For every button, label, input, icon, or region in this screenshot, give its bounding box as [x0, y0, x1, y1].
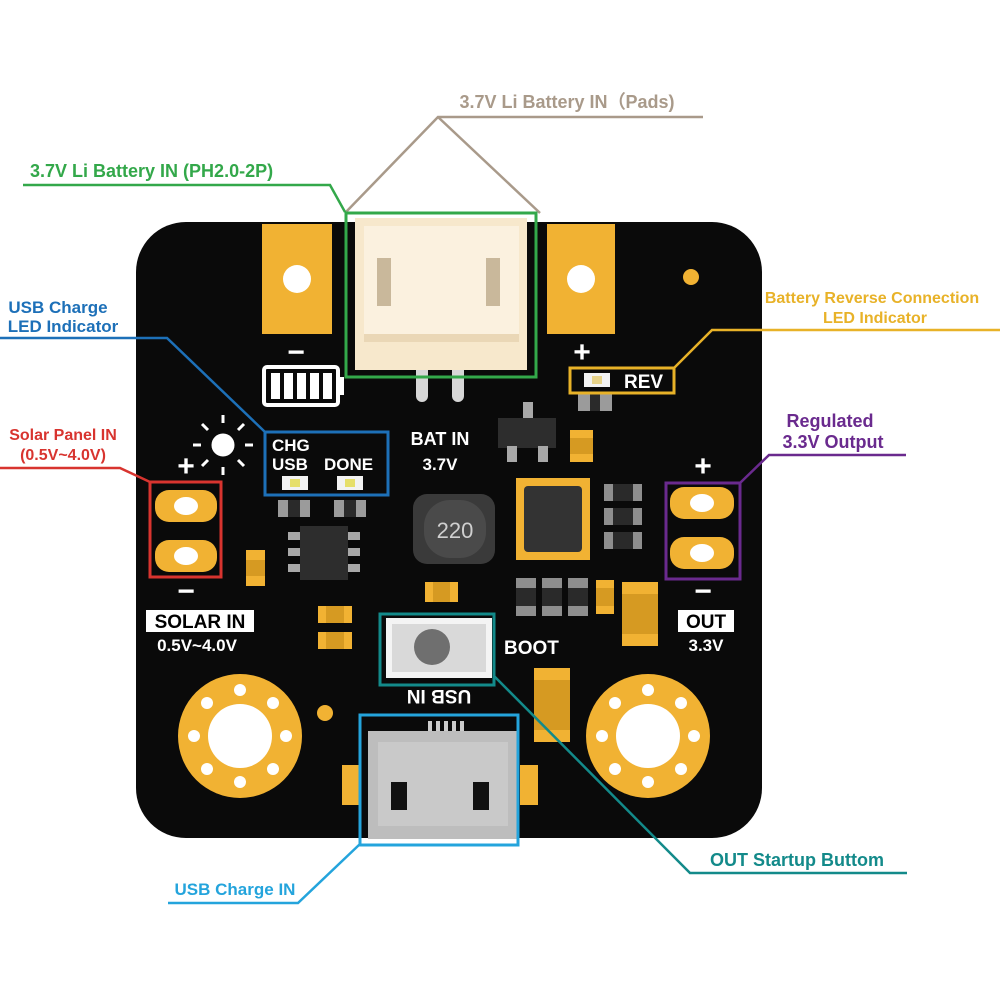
solar-minus-label: − [177, 575, 195, 608]
bat-in-label: BAT IN [411, 429, 470, 449]
callout-usb-led-line1: USB Charge [8, 298, 107, 317]
solar-pad-positive [155, 490, 217, 522]
callout-box-solar [148, 480, 223, 579]
callout-box-boot [378, 612, 496, 687]
mounting-hole-left [178, 674, 302, 798]
callout-usb-charge-in: USB Charge IN [175, 880, 296, 899]
callout-line-usb-in [168, 843, 361, 905]
solar-in-label: SOLAR IN [155, 612, 246, 633]
bat-minus-label: − [287, 336, 305, 369]
bat-plus-label: + [573, 336, 591, 369]
boot-label: BOOT [504, 638, 559, 659]
soic-chip [288, 526, 360, 580]
solar-in-label-bg [146, 610, 254, 632]
usb-in-label: USB IN [407, 685, 471, 706]
solar-pad-negative [155, 540, 217, 572]
solar-plus-label: + [177, 450, 195, 483]
callout-line-boot [493, 675, 907, 875]
sot-transistor [498, 402, 556, 462]
usb-label: USB [272, 455, 308, 474]
fiducial-dot [683, 269, 699, 285]
out-label-bg [678, 610, 734, 632]
resistor-array-right [604, 484, 642, 549]
callout-reg-out-line1: Regulated [786, 411, 873, 431]
callout-usb-led-line2: LED Indicator [8, 317, 119, 336]
mounting-hole-right [586, 674, 710, 798]
battery-icon [262, 365, 344, 407]
callout-box-usb-led [263, 430, 390, 497]
out-pad-negative [670, 537, 734, 569]
callout-box-reg-out [664, 481, 742, 581]
battery-pad-positive [547, 224, 615, 334]
callout-battery-pads: 3.7V Li Battery IN（Pads) [459, 92, 674, 112]
callout-reg-out-line2: 3.3V Output [782, 432, 883, 452]
inductor-label: 220 [437, 518, 474, 543]
callout-box-battery-ph [344, 211, 538, 379]
out-label: OUT [686, 612, 727, 633]
callout-line-battery-ph [23, 183, 347, 213]
resistor-row [516, 578, 614, 616]
out-pad-positive [670, 487, 734, 519]
chg-label: CHG [272, 436, 310, 455]
callout-rev-line1: Battery Reverse Connection [765, 290, 979, 307]
callout-box-rev [568, 366, 676, 395]
battery-pad-negative [262, 224, 332, 334]
via-dot [317, 705, 333, 721]
callout-line-usb-led [0, 336, 266, 433]
callout-line-solar [0, 466, 151, 484]
solar-in-voltage: 0.5V~4.0V [157, 636, 238, 655]
out-voltage: 3.3V [689, 636, 725, 655]
usb-micro-connector [342, 721, 538, 839]
callout-box-usb-in [358, 713, 520, 847]
out-minus-label: − [694, 575, 712, 608]
rev-label: REV [624, 372, 663, 393]
callout-line-rev [673, 328, 1000, 369]
callout-solar-line1: Solar Panel IN [9, 427, 117, 444]
sun-icon [193, 415, 253, 475]
callout-rev-line2: LED Indicator [823, 310, 927, 327]
boot-button[interactable] [386, 618, 492, 678]
inductor-220 [413, 494, 495, 564]
qfn-chip [516, 478, 590, 560]
done-label: DONE [324, 455, 373, 474]
callout-solar-line2: (0.5V~4.0V) [20, 447, 106, 464]
bat-in-voltage: 3.7V [423, 455, 459, 474]
ph2-connector [355, 218, 527, 402]
callout-out-button: OUT Startup Buttom [710, 850, 884, 870]
callout-line-reg-out [739, 453, 906, 484]
out-plus-label: + [694, 450, 712, 483]
callout-battery-ph: 3.7V Li Battery IN (PH2.0-2P) [30, 161, 273, 181]
